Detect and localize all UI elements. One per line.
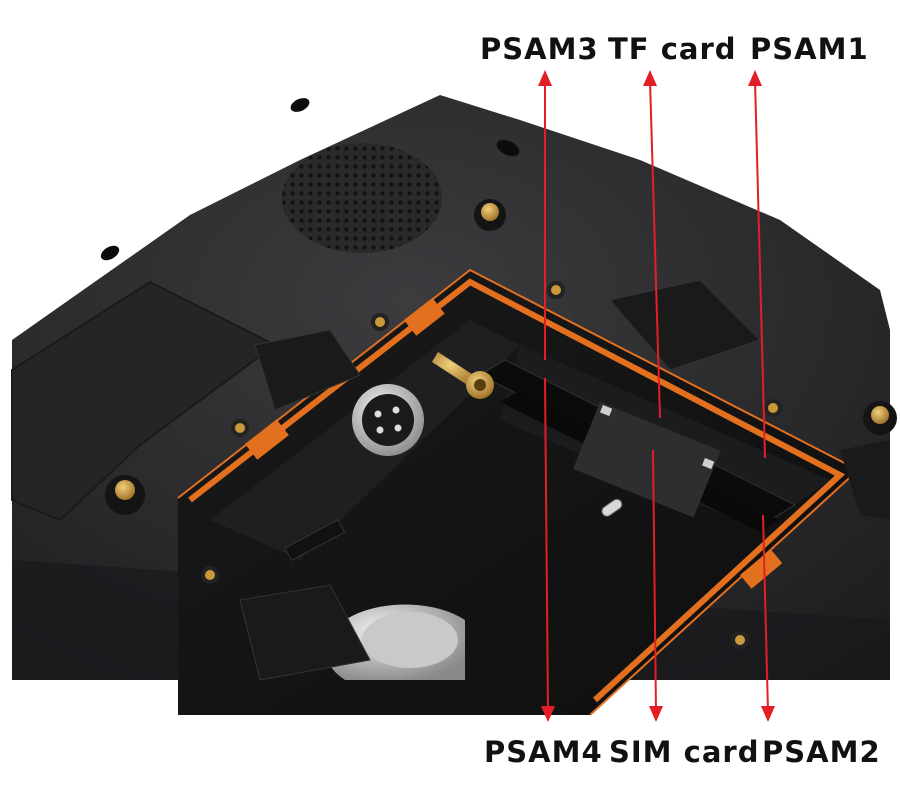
- label-psam1: PSAM1: [750, 32, 869, 66]
- sma-connector: [432, 352, 478, 388]
- screw-posts: [105, 199, 897, 649]
- latch: [609, 279, 761, 371]
- arrow-psam1: [754, 79, 766, 459]
- label-plate: [11, 280, 277, 522]
- battery-cavity: [178, 270, 858, 715]
- label-sim-card: SIM card: [609, 735, 760, 769]
- latch: [840, 440, 890, 520]
- arrow-psam2: [762, 514, 769, 713]
- label-psam4: PSAM4: [484, 735, 603, 769]
- arrow-sim-card: [652, 449, 657, 713]
- label-psam3: PSAM3: [480, 32, 599, 66]
- arrow-psam4: [544, 377, 549, 713]
- arrow-tf-card: [649, 79, 661, 419]
- pointer-arrows: [538, 70, 775, 722]
- label-psam2: PSAM2: [762, 735, 881, 769]
- latch: [254, 329, 361, 411]
- latch: [239, 584, 371, 681]
- label-tf-card: TF card: [608, 32, 737, 66]
